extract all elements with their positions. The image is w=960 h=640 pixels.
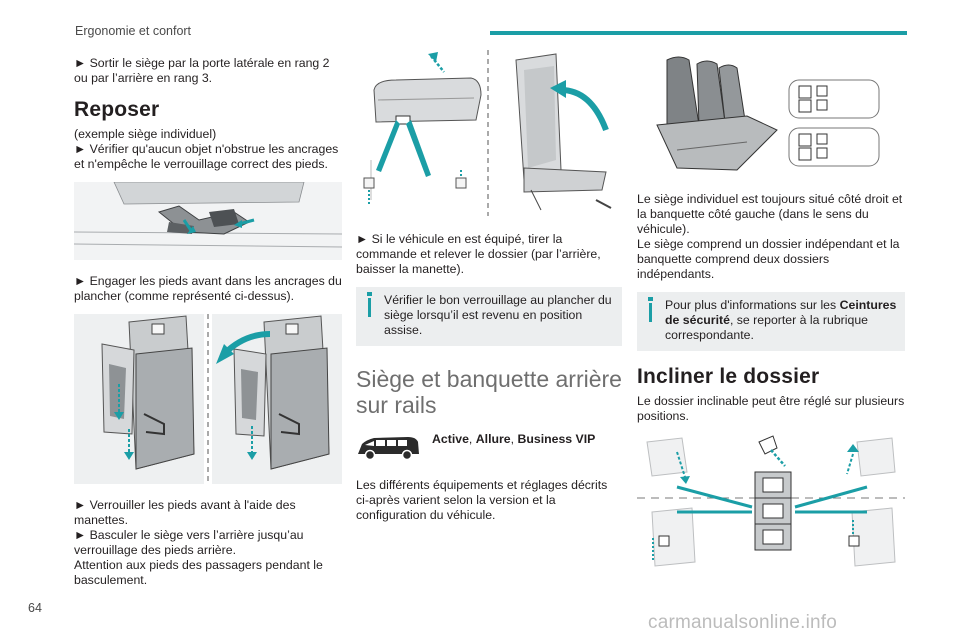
page-number: 64 (28, 601, 42, 615)
figure-seat-tilt (74, 314, 342, 484)
trim-list: Active, Allure, Business VIP (432, 432, 596, 446)
figure-floor-anchors (73, 181, 343, 260)
info-note-text: Pour plus d'informations sur les Ceintur… (665, 298, 897, 342)
paragraph: Les différents équipements et réglages d… (356, 478, 608, 522)
info-note-seatbelts: Pour plus d'informations sur les Ceintur… (637, 292, 905, 351)
paragraph: Le siège comprend un dossier indépendant… (637, 237, 900, 281)
paragraph: ► Basculer le siège vers l’arrière jusqu… (74, 528, 304, 557)
paragraph: ► Engager les pieds avant dans les ancra… (74, 274, 342, 303)
section-heading-rails: Siège et banquette arrière sur rails (356, 366, 622, 418)
paragraph: ► Sortir le siège par la porte latérale … (74, 56, 330, 85)
paragraph: ► Verrouiller les pieds avant à l'aide d… (74, 498, 296, 527)
watermark: carmanualsonline.info (648, 612, 838, 633)
column-right: Le siège individuel est toujours situé c… (637, 50, 905, 572)
figure-seat-layout (637, 50, 905, 180)
column-left: ► Sortir le siège par la porte latérale … (73, 56, 343, 588)
info-note: Vérifier le bon verrouillage au plancher… (356, 287, 622, 346)
section-heading-reposer: Reposer (74, 98, 160, 121)
header-accent-bar (490, 31, 907, 35)
figure-recline-positions (637, 432, 905, 572)
paragraph: ► Si le véhicule en est équipé, tirer la… (356, 232, 601, 276)
trim-levels: Active, Allure, Business VIP (356, 432, 622, 464)
paragraph: ► Vérifier qu'aucun objet n'obstrue les … (74, 142, 339, 171)
info-icon (367, 292, 372, 296)
van-icon (358, 437, 419, 461)
paragraph: Attention aux pieds des passagers pendan… (74, 558, 323, 587)
section-heading-incliner: Incliner le dossier (637, 365, 820, 388)
paragraph: Le dossier inclinable peut être réglé su… (637, 394, 905, 423)
paragraph: (exemple siège individuel) (74, 127, 217, 141)
column-middle: ► Si le véhicule en est équipé, tirer la… (356, 50, 622, 523)
info-icon (648, 297, 653, 301)
info-note-text: Vérifier le bon verrouillage au plancher… (384, 293, 612, 337)
figure-backrest-lever (356, 50, 622, 216)
paragraph: Le siège individuel est toujours situé c… (637, 192, 903, 236)
running-header: Ergonomie et confort (75, 24, 192, 38)
